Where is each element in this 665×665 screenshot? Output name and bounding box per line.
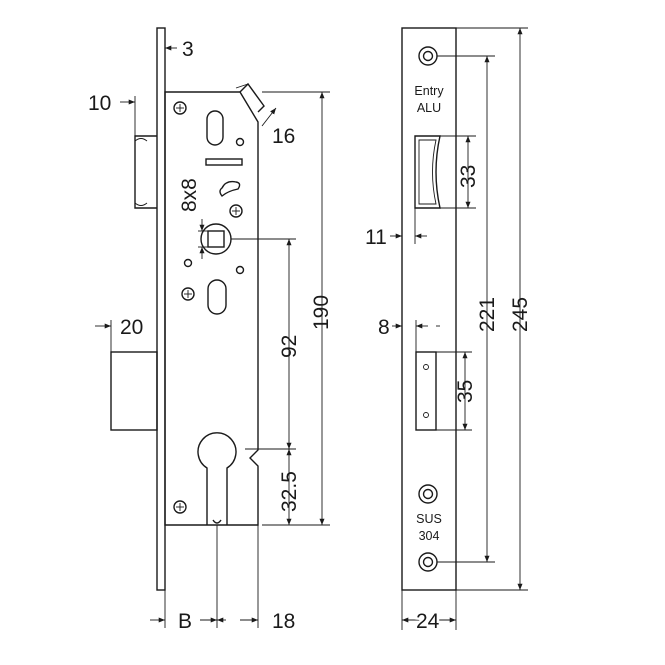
faceplate-side	[156, 27, 166, 591]
entry-label: Entry	[414, 84, 444, 98]
square-spindle-icon	[207, 230, 225, 248]
dim-cylinder-bottom: 32.5	[278, 471, 301, 512]
dim-spindle-cylinder: 92	[278, 335, 301, 358]
front-view-dimensions: 11 33 8 35 221 245 24	[365, 27, 532, 636]
screw-icon	[173, 500, 187, 514]
dim-latch-window: 33	[457, 165, 480, 188]
dim-faceplate-length: 245	[509, 297, 532, 332]
screw-icon	[418, 552, 438, 572]
dim-top-offset: 10	[88, 92, 111, 115]
deadbolt-window	[415, 351, 437, 431]
material-grade-label: 304	[419, 529, 440, 543]
dim-screw-spacing: 221	[476, 297, 499, 332]
spindle-hub	[200, 223, 232, 255]
dim-front-latch-offset: 11	[365, 226, 387, 249]
latch-window	[414, 135, 441, 209]
screw-icon	[173, 101, 187, 115]
deadbolt	[110, 351, 158, 431]
screw-icon	[181, 287, 195, 301]
dim-bottom-offset: 18	[272, 610, 295, 633]
dim-lock-height: 190	[310, 295, 333, 330]
side-view	[110, 27, 265, 591]
front-view: Entry ALU SUS 304	[401, 27, 457, 591]
dim-mid-offset: 20	[120, 316, 143, 339]
side-view-dimensions: 3 10 16 8x8 20 190 92 32.5	[88, 38, 333, 633]
material-label: SUS	[416, 512, 442, 526]
screw-icon	[418, 484, 438, 504]
dim-bolt-window: 35	[454, 380, 477, 403]
dim-front-bolt-offset: 8	[378, 316, 390, 339]
dim-latch-angle: 16	[272, 125, 295, 148]
latch-bolt	[134, 135, 157, 209]
dim-backset: B	[178, 610, 192, 633]
cylinder-cutout	[197, 432, 237, 525]
screw-icon	[418, 46, 438, 66]
dim-square-spindle: 8x8	[178, 178, 201, 212]
dim-faceplate-thickness: 3	[182, 38, 194, 61]
dim-faceplate-width: 24	[416, 610, 440, 633]
oval-slot-bottom	[207, 279, 227, 315]
faceplate-front	[401, 27, 457, 591]
oval-slot-top	[206, 110, 224, 146]
rect-slot	[205, 158, 243, 166]
lock-body	[164, 91, 259, 526]
screw-icon	[229, 204, 243, 218]
alu-label: ALU	[417, 101, 441, 115]
